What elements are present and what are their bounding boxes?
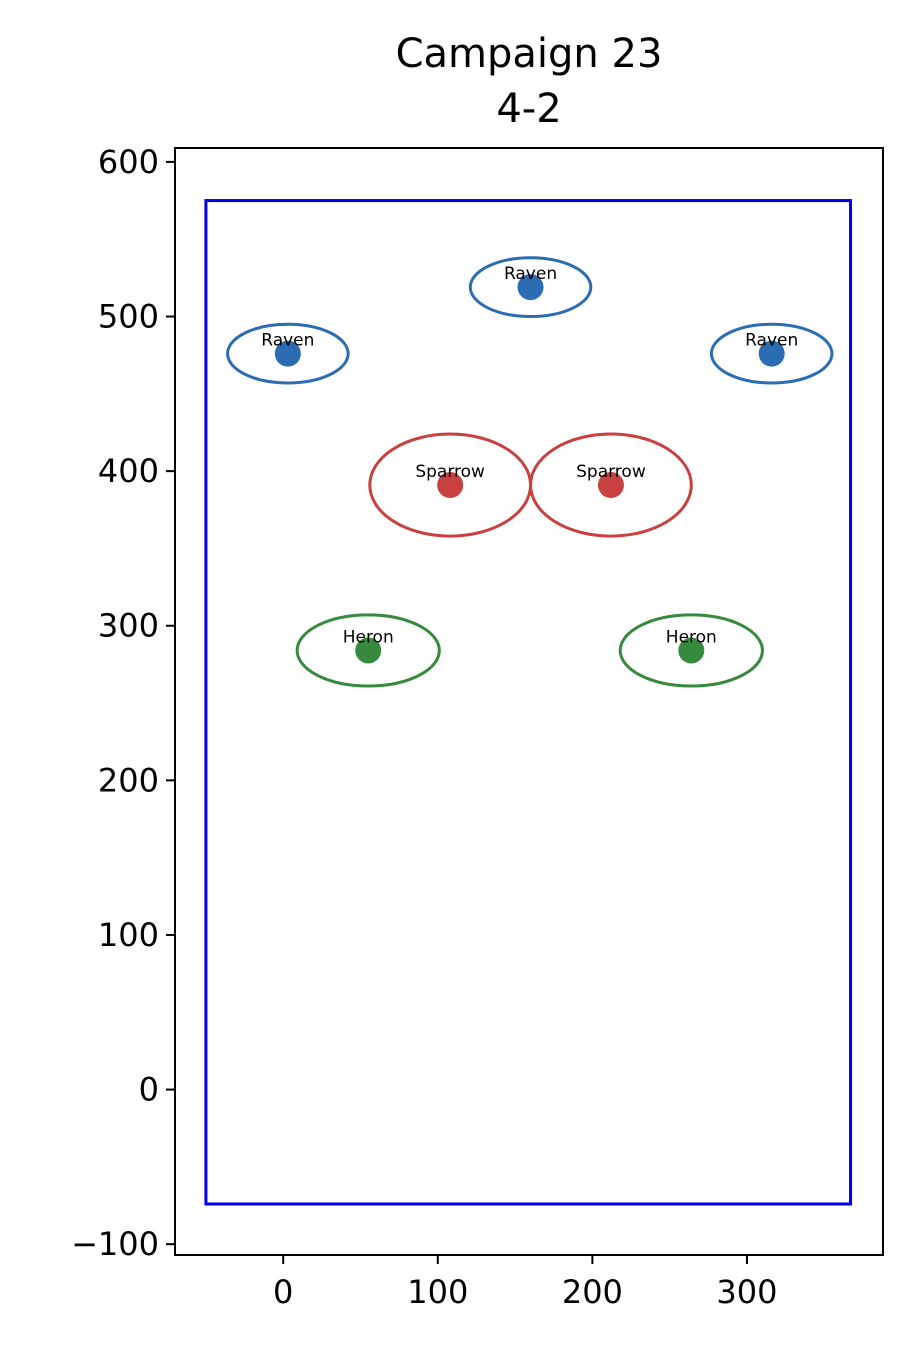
raven-point bbox=[274, 340, 301, 367]
y-tick-label: 400 bbox=[98, 452, 159, 490]
x-tick-label: 300 bbox=[716, 1273, 777, 1311]
y-tick-label: 0 bbox=[139, 1071, 159, 1109]
heron-label: Heron bbox=[343, 627, 394, 647]
y-tick-label: −100 bbox=[71, 1225, 159, 1263]
axes: 0 100 200 300 −100 0 100 200 300 400 500 600 bbox=[71, 143, 777, 1311]
heron-ellipse bbox=[618, 613, 764, 688]
x-tick-label: 0 bbox=[273, 1273, 293, 1311]
raven-label: Raven bbox=[261, 331, 314, 351]
axes-frame bbox=[174, 147, 884, 1256]
x-tick-label: 100 bbox=[407, 1273, 468, 1311]
field-boundary bbox=[204, 199, 853, 1206]
heron-point bbox=[355, 637, 382, 664]
sparrow-point bbox=[597, 472, 624, 499]
raven-point bbox=[517, 274, 544, 301]
y-tick-label: 200 bbox=[98, 761, 159, 799]
x-tick-label: 200 bbox=[562, 1273, 623, 1311]
y-tick-label: 600 bbox=[98, 143, 159, 181]
y-tick-label: 300 bbox=[98, 607, 159, 645]
heron-ellipse bbox=[295, 613, 441, 688]
heron-label: Heron bbox=[666, 627, 717, 647]
y-tick-label: 500 bbox=[98, 298, 159, 336]
chart-title: Campaign 23 bbox=[396, 31, 663, 77]
chart-subtitle: 4-2 bbox=[496, 86, 561, 132]
sparrow-label: Sparrow bbox=[576, 462, 646, 482]
raven-ellipse bbox=[226, 322, 350, 385]
raven-label: Raven bbox=[745, 331, 798, 351]
raven-ellipse bbox=[468, 256, 593, 319]
raven-label: Raven bbox=[504, 264, 557, 284]
y-tick-label: 100 bbox=[98, 916, 159, 954]
raven-point bbox=[758, 340, 785, 367]
sparrow-ellipse bbox=[529, 432, 693, 538]
raven-ellipse bbox=[709, 322, 834, 385]
sparrow-label: Sparrow bbox=[415, 462, 485, 482]
sparrow-point bbox=[437, 472, 464, 499]
heron-point bbox=[678, 637, 705, 664]
